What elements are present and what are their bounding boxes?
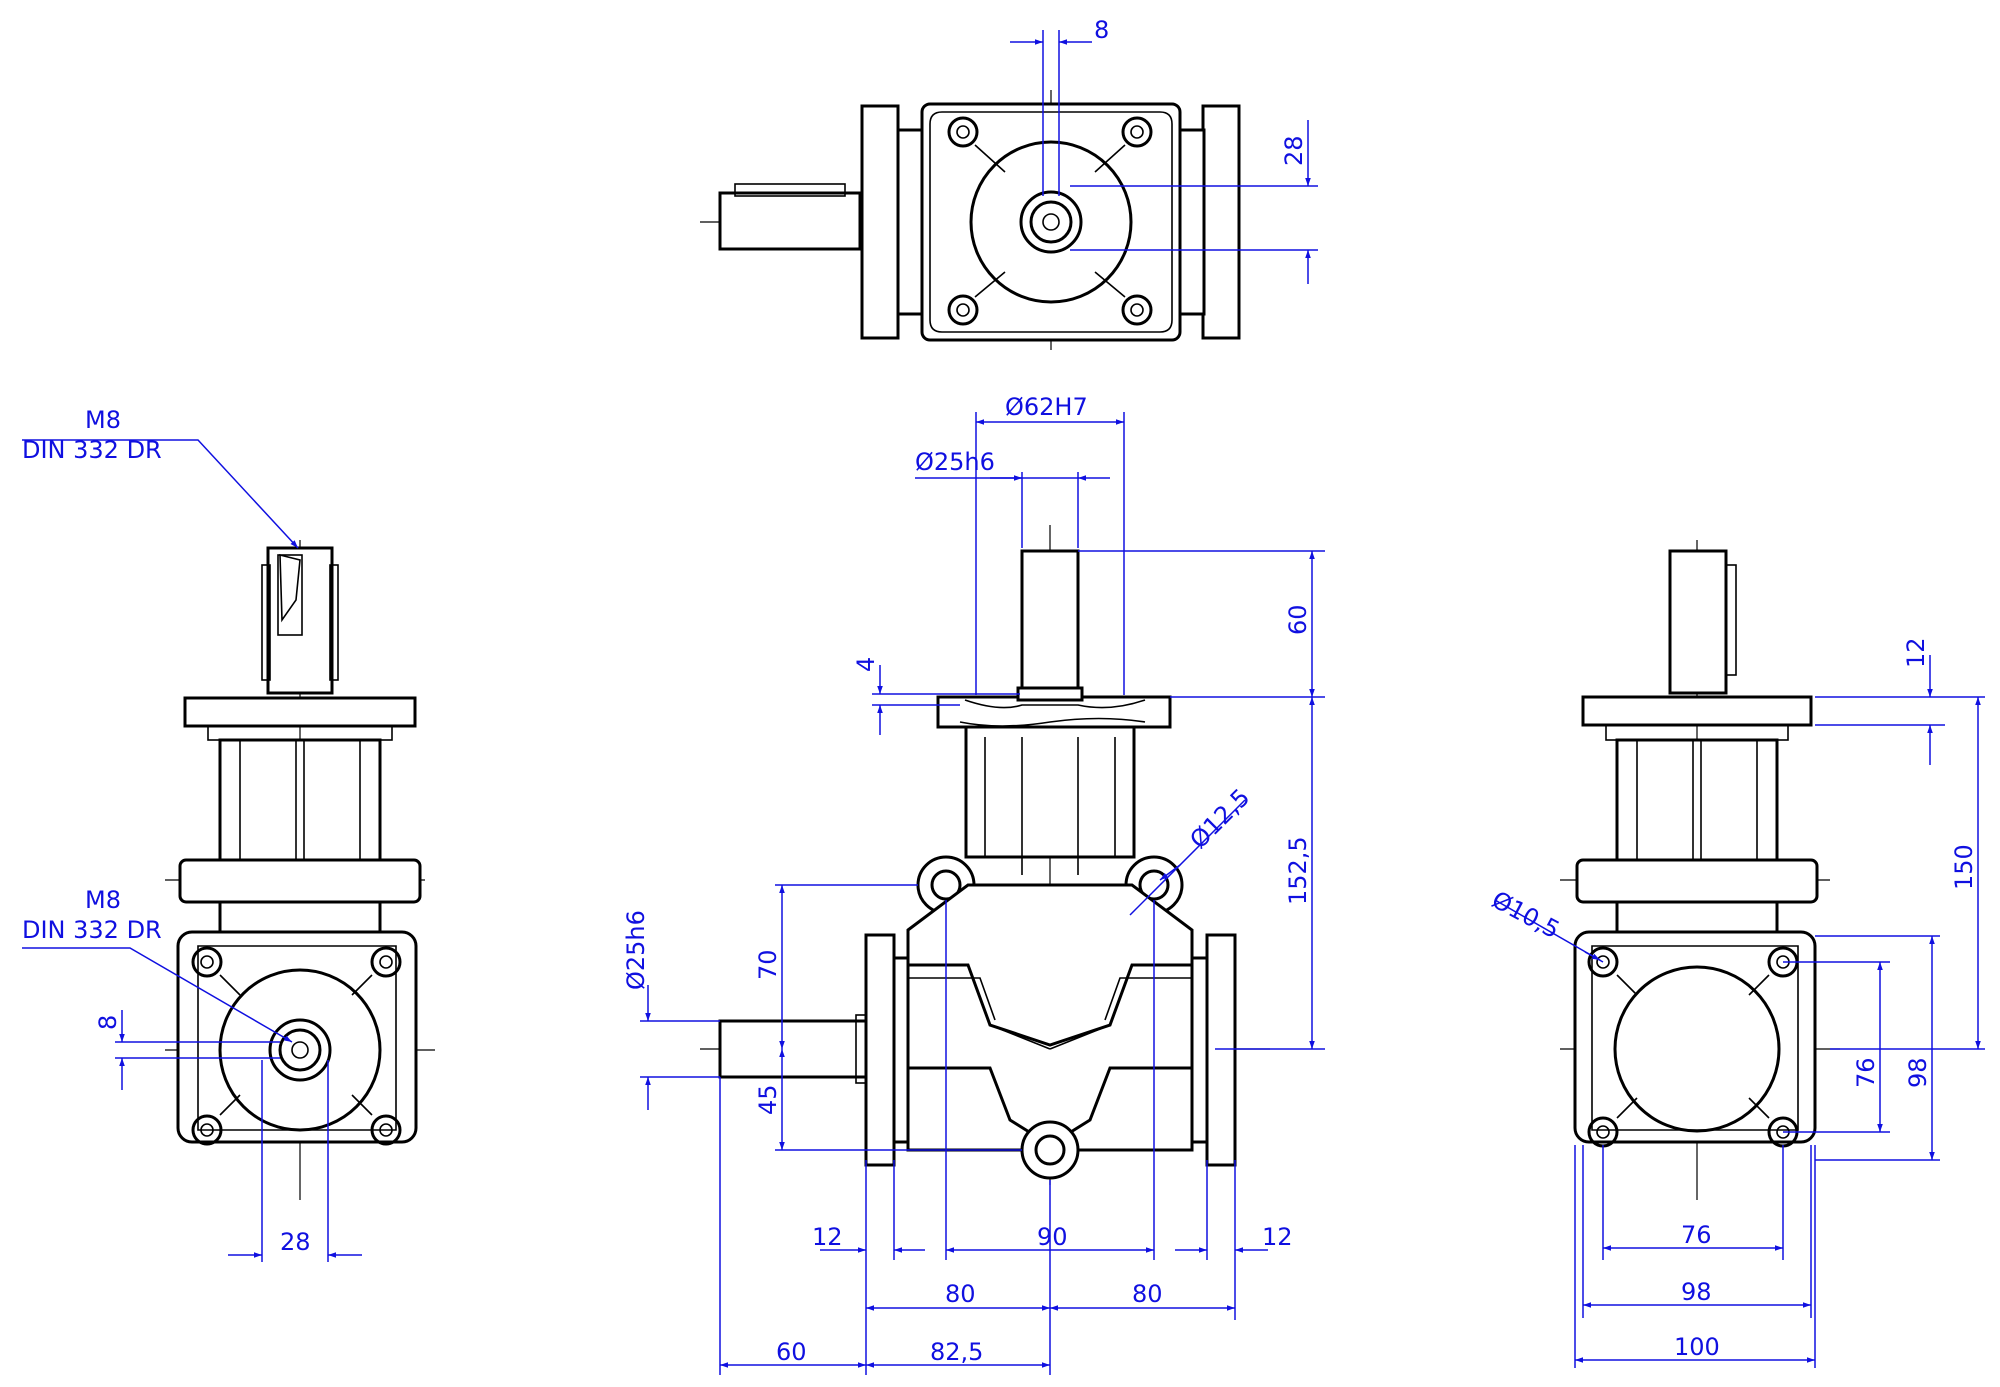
- front-hole-spacing: 90: [1037, 1223, 1068, 1251]
- front-shaft-length-left: 60: [776, 1338, 807, 1366]
- front-upper-hole-height: 70: [754, 949, 782, 980]
- right-bolt-circle-v: 76: [1852, 1057, 1880, 1088]
- right-square-v: 98: [1904, 1057, 1932, 1088]
- top-view: 8 28: [700, 16, 1318, 350]
- front-half-right: 80: [1132, 1280, 1163, 1308]
- front-shaft-h-dim: Ø25h6: [622, 910, 650, 990]
- top-keyway-dim: 8: [1094, 16, 1109, 44]
- front-center-left: 82,5: [930, 1338, 983, 1366]
- top-offset-dim: 28: [1280, 135, 1308, 166]
- left-view: M8 DIN 332 DR M8 DIN 332 DR 8 28: [22, 406, 435, 1262]
- front-center-height: 152,5: [1284, 836, 1312, 905]
- front-shaft-length-top: 60: [1284, 604, 1312, 635]
- left-thread-note-side-1: M8: [85, 886, 121, 914]
- left-thread-note-side-2: DIN 332 DR: [22, 916, 162, 944]
- right-overall-width: 100: [1674, 1333, 1720, 1361]
- left-keyway-dim: 8: [94, 1015, 122, 1030]
- left-thread-note-top-1: M8: [85, 406, 121, 434]
- front-half-left: 80: [945, 1280, 976, 1308]
- right-height-dim: 150: [1950, 844, 1978, 890]
- front-bore-dim: Ø62H7: [1005, 393, 1088, 421]
- front-lower-hole-height: 45: [754, 1084, 782, 1115]
- right-bolt-circle-h: 76: [1681, 1221, 1712, 1249]
- front-flange-left: 12: [812, 1223, 843, 1251]
- front-hole-dim: Ø12,5: [1184, 783, 1255, 854]
- front-view: Ø62H7 Ø25h6 4 60 152,5 Ø12,5 70 45: [622, 393, 1325, 1375]
- front-shaft-v-dim: Ø25h6: [915, 448, 995, 476]
- left-width-dim: 28: [280, 1228, 311, 1256]
- right-hole-dim: Ø10,5: [1487, 886, 1564, 945]
- front-shoulder-dim: 4: [852, 657, 880, 672]
- right-view: Ø10,5 12 150 76 98 76 98 100: [1487, 540, 1985, 1368]
- front-flange-right: 12: [1262, 1223, 1293, 1251]
- right-flange-thickness: 12: [1902, 637, 1930, 668]
- right-square-h: 98: [1681, 1278, 1712, 1306]
